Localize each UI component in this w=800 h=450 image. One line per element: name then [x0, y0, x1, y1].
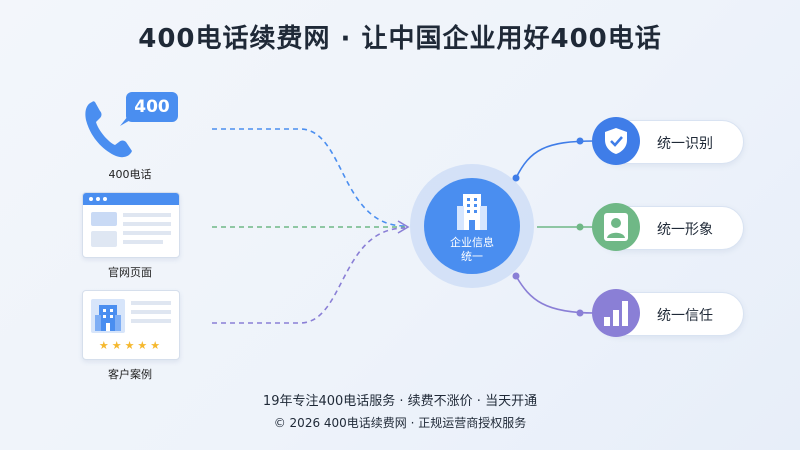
phone-icon	[85, 101, 132, 158]
source-label-webpage: 官网页面	[108, 266, 152, 279]
connector-dot	[576, 223, 584, 231]
arrow-head	[397, 220, 410, 234]
source-label-phone: 400电话	[108, 168, 152, 181]
output-icon-badge	[592, 117, 640, 165]
person-icon	[604, 213, 628, 241]
footer-tagline: 19年专注400电话服务 · 续费不涨价 · 当天开通	[262, 394, 538, 409]
output-label: 统一形象	[657, 222, 713, 238]
output-icon-badge	[592, 289, 640, 337]
building-icon	[95, 305, 121, 331]
connector-dot	[512, 272, 520, 280]
connector-dot	[576, 137, 584, 145]
connector-phone	[212, 128, 406, 227]
building-icon	[457, 194, 487, 230]
building-review-icon: ★★★★★	[82, 290, 180, 360]
center-node: 企业信息统一	[424, 178, 520, 274]
source-label-case: 客户案例	[108, 368, 152, 381]
webpage-icon	[82, 192, 180, 258]
webpage-header-bar	[83, 193, 179, 205]
bar-chart-icon	[604, 301, 628, 326]
phone-badge: 400	[126, 92, 178, 122]
connector-out-trust	[515, 275, 596, 314]
connector-out-identify	[515, 140, 596, 179]
center-label: 企业信息统一	[450, 236, 494, 263]
output-label: 统一识别	[657, 136, 713, 152]
output-label: 统一信任	[657, 308, 713, 324]
bubble-tail	[120, 116, 134, 126]
connector-case	[212, 227, 406, 324]
shield-check-icon	[605, 128, 627, 154]
output-icon-badge	[592, 203, 640, 251]
rating-stars-icon: ★★★★★	[98, 339, 164, 352]
connector-dot	[512, 174, 520, 182]
footer-copyright: © 2026 400电话续费网 · 正规运营商授权服务	[273, 416, 527, 430]
page-title: 400电话续费网 · 让中国企业用好400电话	[138, 24, 662, 54]
connector-dot	[576, 309, 584, 317]
